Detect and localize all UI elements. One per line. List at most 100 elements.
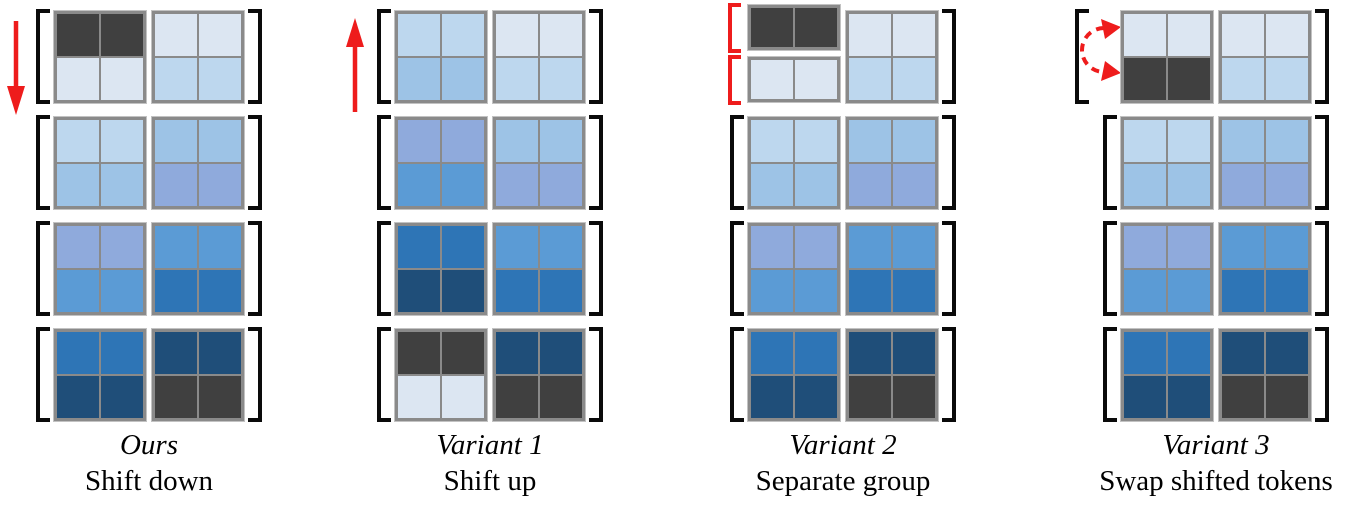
token-cell	[1266, 164, 1308, 206]
token-cell	[398, 164, 440, 206]
bracket-open-icon	[730, 115, 744, 210]
token-cell	[155, 376, 197, 418]
token-cell	[751, 226, 793, 268]
token-cell	[57, 164, 99, 206]
token-cell	[155, 14, 197, 56]
token-cell	[398, 376, 440, 418]
token-cell	[1222, 164, 1264, 206]
token-grid-right	[1218, 116, 1312, 210]
token-grid-right	[1218, 222, 1312, 316]
token-grid-right	[151, 328, 245, 422]
token-cell	[795, 60, 837, 99]
token-cell	[442, 332, 484, 374]
bracket-close-icon	[1315, 115, 1329, 210]
token-cell	[496, 226, 538, 268]
column-subtitle: Separate group	[755, 465, 931, 497]
token-grid-left	[394, 116, 488, 210]
token-grid-left	[394, 328, 488, 422]
token-cell	[1124, 14, 1166, 56]
token-cell	[199, 270, 241, 312]
token-cell	[101, 332, 143, 374]
token-cell	[1168, 120, 1210, 162]
token-cell	[1266, 226, 1308, 268]
token-cell	[1266, 270, 1308, 312]
token-cell	[101, 120, 143, 162]
bracket-open-icon	[1103, 221, 1117, 316]
bracket-open-icon	[730, 327, 744, 422]
bracket-close-icon	[942, 221, 956, 316]
token-grid-right	[492, 328, 586, 422]
bracket-open-icon	[377, 221, 391, 316]
token-grid-left	[747, 328, 841, 422]
token-cell	[893, 376, 935, 418]
token-cell	[849, 226, 891, 268]
token-cell	[849, 14, 891, 56]
bracket-close-icon	[589, 9, 603, 104]
token-cell	[1222, 332, 1264, 374]
token-cell	[849, 164, 891, 206]
swap-arrow-icon	[1076, 12, 1126, 92]
token-cell	[1222, 226, 1264, 268]
token-cell	[849, 332, 891, 374]
token-cell	[540, 270, 582, 312]
token-cell	[1168, 14, 1210, 56]
token-cell	[199, 120, 241, 162]
token-cell	[496, 58, 538, 100]
bracket-close-icon	[589, 115, 603, 210]
token-cell	[1222, 270, 1264, 312]
bracket-close-icon	[1315, 327, 1329, 422]
bracket-open-icon	[377, 327, 391, 422]
token-cell	[540, 164, 582, 206]
token-grid-left	[747, 116, 841, 210]
bracket-close-icon	[589, 327, 603, 422]
token-cell	[1222, 376, 1264, 418]
token-cell	[849, 270, 891, 312]
token-cell	[155, 120, 197, 162]
token-cell	[893, 58, 935, 100]
token-cell	[199, 164, 241, 206]
bracket-open-icon	[36, 327, 50, 422]
token-cell	[893, 120, 935, 162]
token-cell	[1266, 376, 1308, 418]
token-cell	[751, 270, 793, 312]
token-cell	[540, 58, 582, 100]
token-cell	[893, 270, 935, 312]
token-cell	[496, 14, 538, 56]
column-subtitle: Shift down	[84, 465, 214, 497]
bracket-open-icon	[1103, 115, 1117, 210]
token-cell	[101, 14, 143, 56]
token-grid-left	[53, 10, 147, 104]
bracket-close-icon	[589, 221, 603, 316]
token-cell	[1168, 376, 1210, 418]
token-cell	[540, 14, 582, 56]
token-cell	[849, 120, 891, 162]
bracket-open-icon	[1075, 9, 1089, 104]
token-grid-right	[492, 222, 586, 316]
token-cell	[751, 60, 793, 99]
token-cell	[101, 270, 143, 312]
token-cell	[57, 332, 99, 374]
token-grid-right	[845, 10, 939, 104]
token-grid-left	[1120, 328, 1214, 422]
token-grid-left	[1120, 116, 1214, 210]
token-cell	[496, 120, 538, 162]
token-cell	[199, 332, 241, 374]
token-cell	[442, 376, 484, 418]
token-grid-right	[845, 328, 939, 422]
token-cell	[496, 376, 538, 418]
token-cell	[155, 58, 197, 100]
token-cell	[540, 332, 582, 374]
token-cell	[1168, 332, 1210, 374]
bracket-open-icon	[377, 115, 391, 210]
token-grid-right	[1218, 328, 1312, 422]
bracket-close-icon	[248, 115, 262, 210]
token-cell	[849, 58, 891, 100]
token-cell	[199, 58, 241, 100]
token-cell	[199, 226, 241, 268]
bracket-close-icon	[248, 221, 262, 316]
bracket-open-icon	[36, 9, 50, 104]
